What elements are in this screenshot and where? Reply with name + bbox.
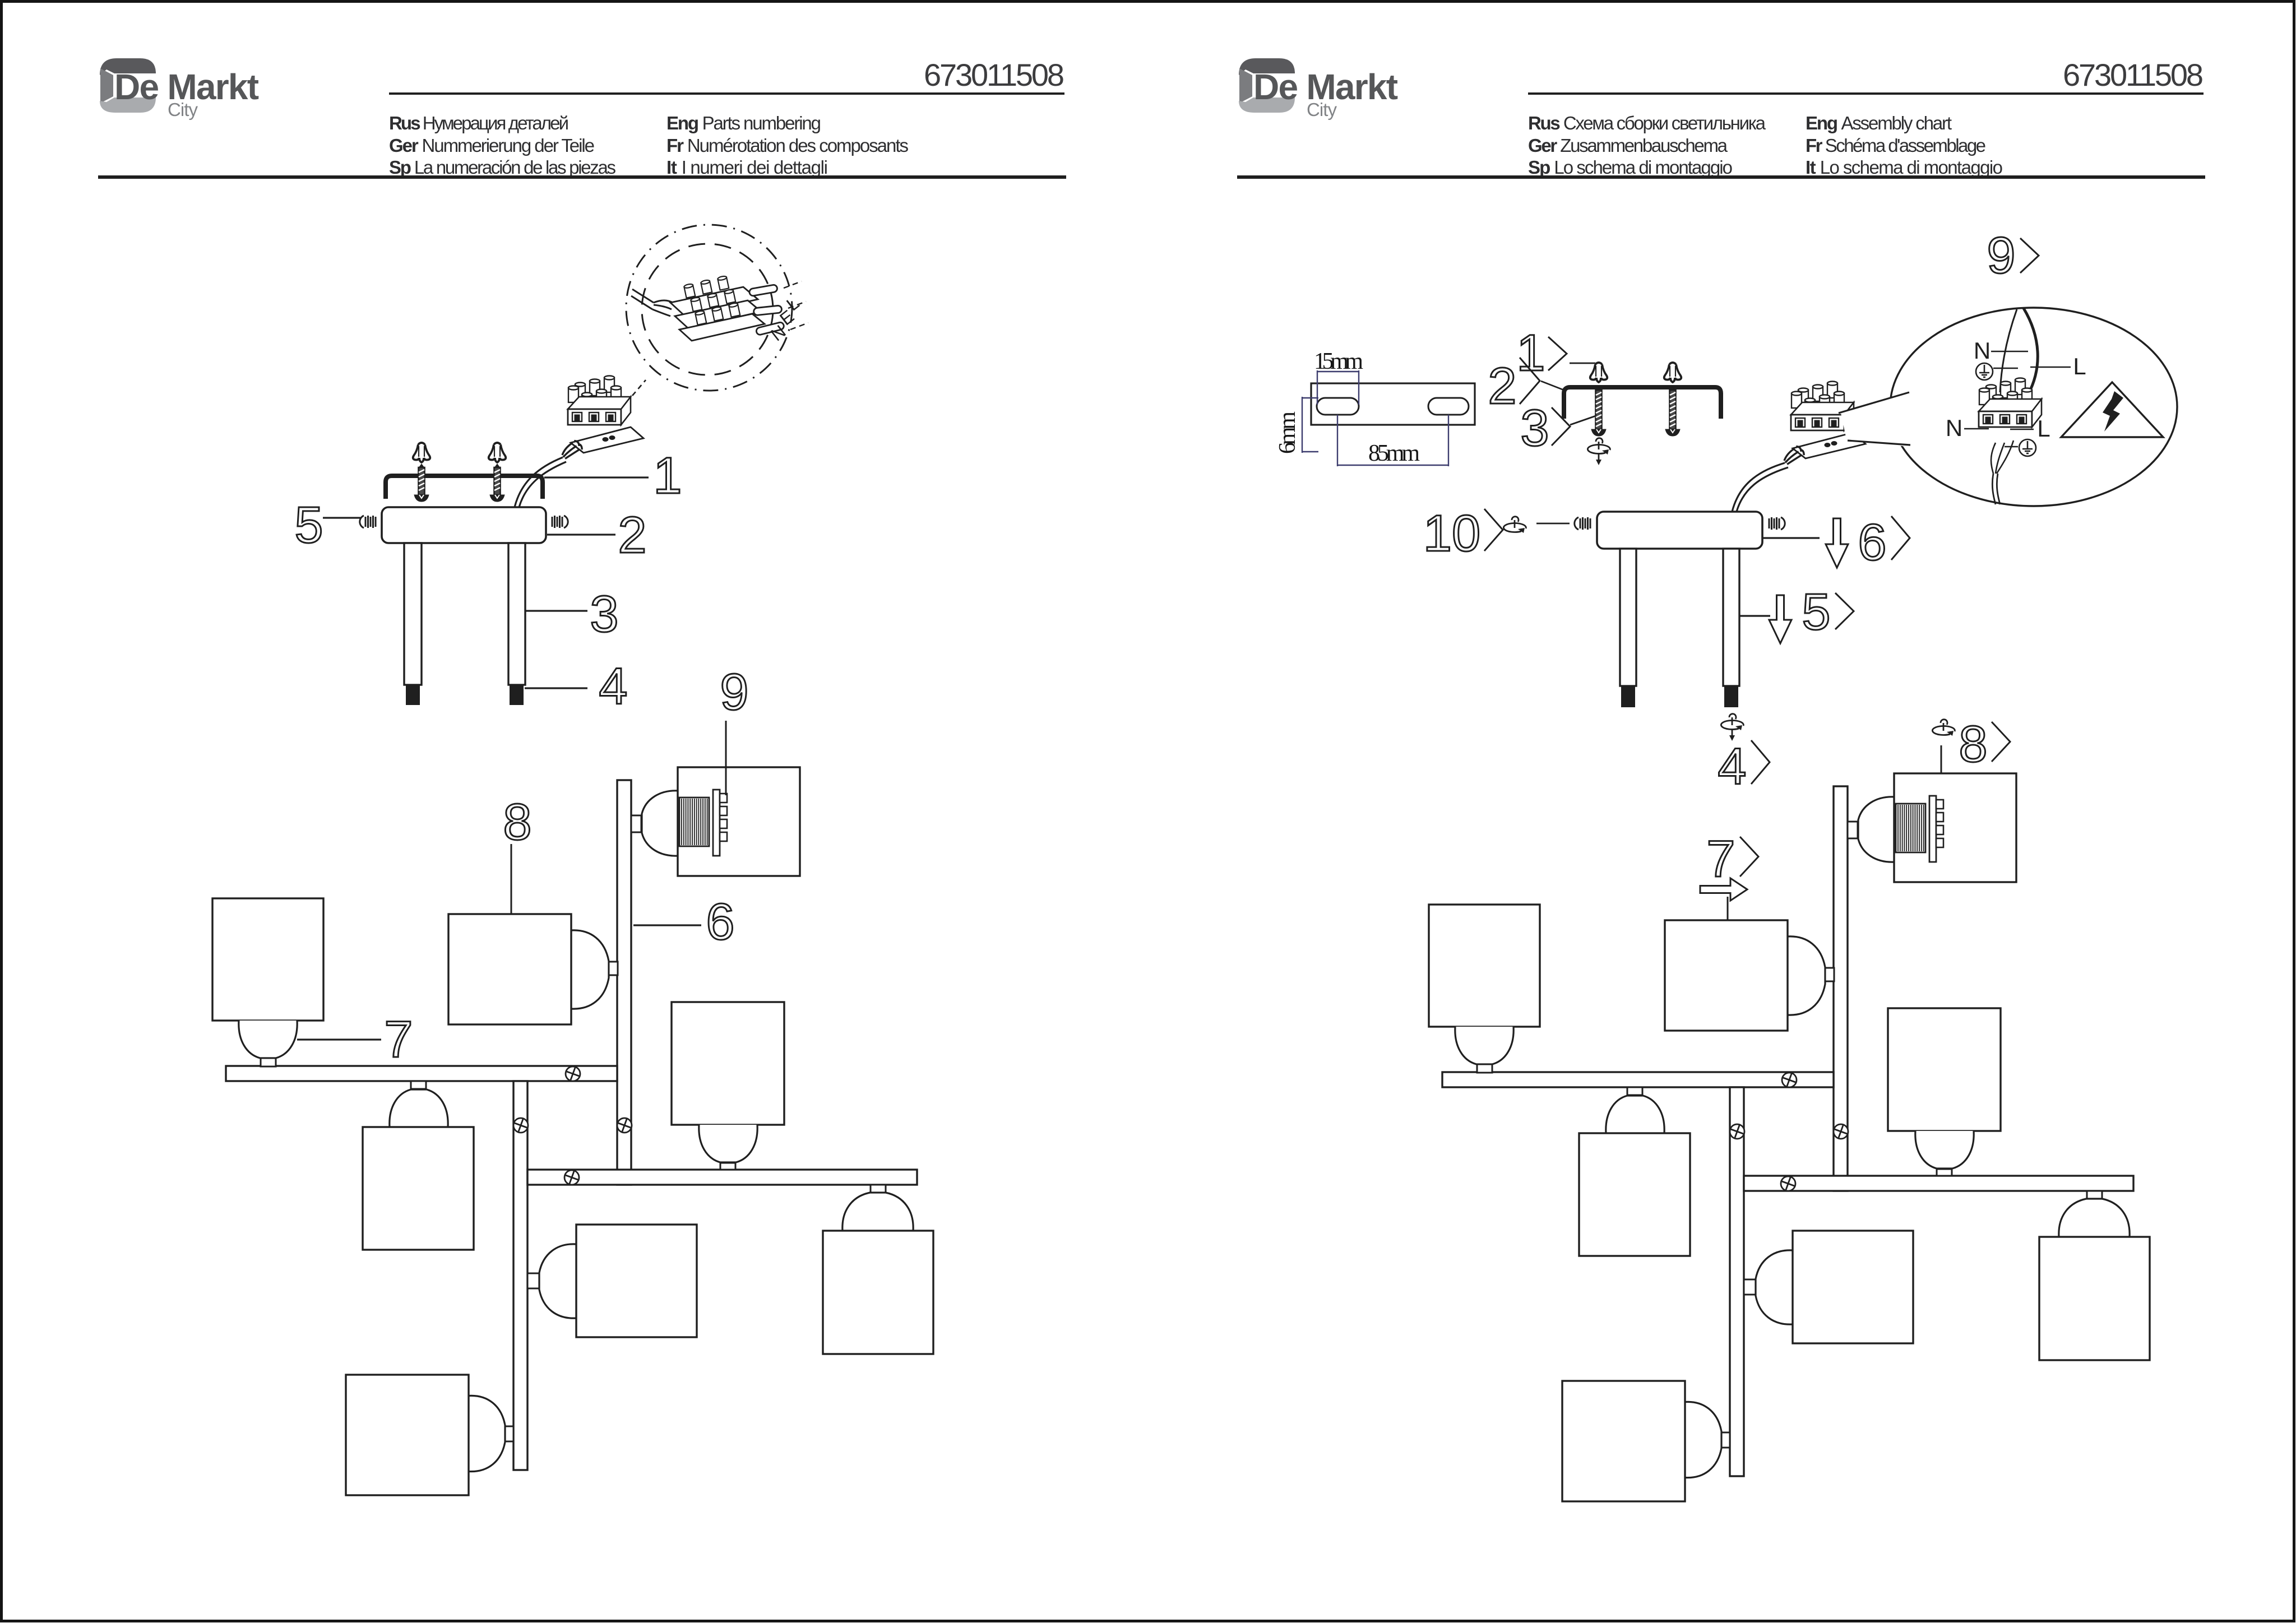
svg-text:8: 8: [503, 794, 531, 851]
svg-text:Rus Нумерация деталей: Rus Нумерация деталей: [389, 113, 569, 133]
svg-text:673011508: 673011508: [2063, 57, 2204, 92]
svg-text:3: 3: [590, 586, 618, 643]
svg-text:4: 4: [1718, 738, 1746, 795]
svg-text:Rus Схема сборки светильника: Rus Схема сборки светильника: [1528, 113, 1766, 133]
svg-text:L: L: [2073, 353, 2086, 379]
svg-text:It I numeri dei dettagli: It I numeri dei dettagli: [666, 157, 828, 178]
svg-text:7: 7: [384, 1011, 413, 1068]
svg-text:Ger Nummerierung der Teile: Ger Nummerierung der Teile: [389, 135, 595, 156]
svg-text:1: 1: [653, 447, 682, 504]
svg-text:2: 2: [618, 507, 646, 564]
svg-text:N: N: [1974, 337, 1991, 364]
svg-text:Sp La numeración de las pieza: Sp La numeración de las piezas: [389, 157, 616, 178]
svg-text:6: 6: [706, 893, 734, 950]
svg-text:1: 1: [1516, 324, 1545, 382]
svg-text:3: 3: [1520, 400, 1549, 457]
svg-text:Eng Assembly chart: Eng Assembly chart: [1806, 113, 1952, 133]
svg-text:6mm: 6mm: [1275, 411, 1300, 454]
svg-text:It Lo schema di montaggio: It Lo schema di montaggio: [1806, 157, 2003, 178]
svg-text:Eng Parts numbering: Eng Parts numbering: [666, 113, 821, 133]
svg-text:4: 4: [599, 658, 627, 715]
svg-text:9: 9: [720, 664, 748, 721]
svg-text:De Markt: De Markt: [1253, 67, 1398, 107]
svg-text:City: City: [1307, 99, 1337, 120]
svg-text:10: 10: [1423, 505, 1480, 562]
svg-text:City: City: [168, 99, 198, 120]
svg-text:8: 8: [1959, 716, 1987, 773]
svg-text:673011508: 673011508: [924, 57, 1064, 92]
svg-text:Fr Schéma d'assemblage: Fr Schéma d'assemblage: [1806, 135, 1986, 156]
svg-text:Fr Numérotation des composant: Fr Numérotation des composants: [666, 135, 909, 156]
svg-text:5: 5: [1802, 583, 1830, 641]
svg-text:Sp Lo schema di montaggio: Sp Lo schema di montaggio: [1528, 157, 1733, 178]
svg-text:9: 9: [1987, 227, 2015, 284]
svg-text:De Markt: De Markt: [114, 67, 259, 107]
svg-text:5: 5: [294, 497, 323, 554]
svg-text:15mm: 15mm: [1314, 349, 1363, 374]
svg-text:6: 6: [1858, 514, 1886, 571]
svg-text:N: N: [1946, 415, 1962, 441]
svg-text:85mm: 85mm: [1368, 440, 1420, 466]
svg-text:2: 2: [1488, 358, 1516, 415]
svg-text:L: L: [2037, 415, 2050, 442]
svg-text:Ger Zusammenbauschema: Ger Zusammenbauschema: [1528, 135, 1728, 156]
